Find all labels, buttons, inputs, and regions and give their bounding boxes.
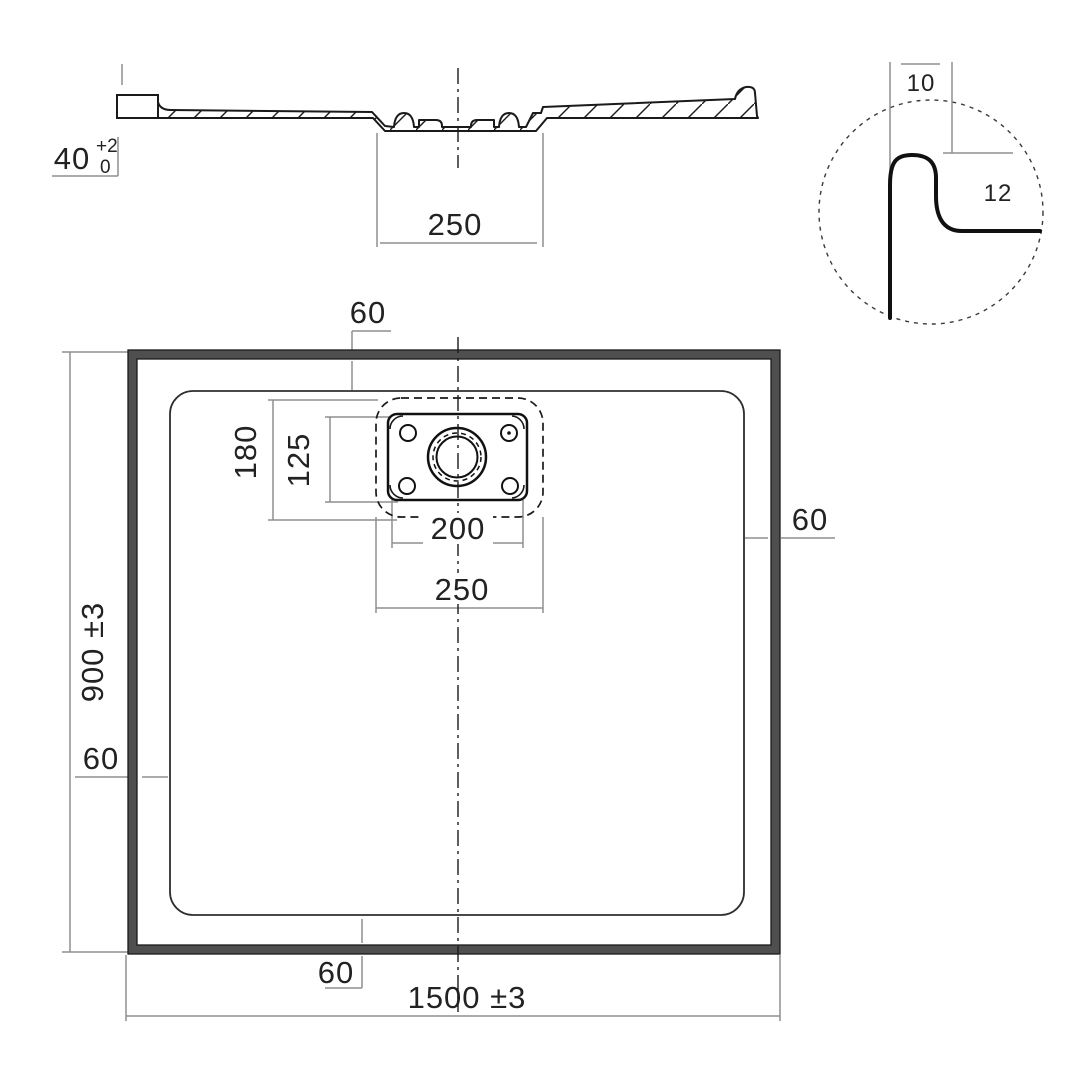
dim-plan-recess-depth: 180 — [228, 399, 397, 521]
plate-screw-hole-bl — [398, 477, 416, 495]
dim-overall-depth-value: 900 ±3 — [75, 602, 110, 703]
dim-recess-width-backer — [427, 573, 497, 604]
plate-corner-arc-tl — [389, 415, 404, 430]
dim-detail-rim-drop: 12 — [984, 180, 1013, 207]
dim-plate-width-value: 200 — [431, 511, 486, 546]
dim-plan-recess-width — [375, 517, 544, 613]
border-inner-line — [136, 358, 772, 946]
section-outline — [116, 85, 759, 132]
dim-overall-width-value: 1500 ±3 — [408, 980, 527, 1015]
drain-inner-circle — [435, 435, 479, 479]
detail-view: 10 12 — [818, 62, 1044, 325]
dim-plan-rim-top: 60 — [350, 295, 391, 390]
plate-screw-dot-tr — [507, 431, 511, 435]
dim-plan-overall-width: 1500 ±3 — [125, 955, 781, 1021]
dim-section-recess-width-value: 250 — [428, 207, 483, 242]
dim-plan-rim-bottom: 60 — [318, 919, 363, 990]
dim-plan-rim-right: 60 — [745, 502, 835, 539]
plate-corner-arc-tr — [511, 415, 525, 430]
dim-plan-overall-depth: 900 ±3 — [62, 351, 131, 953]
dim-plan-plate-depth: 125 — [281, 416, 398, 503]
dim-recess-depth-value: 180 — [228, 425, 263, 480]
border-outer-line — [127, 349, 781, 955]
detail-boundary-circle — [818, 99, 1044, 325]
drain-outer-circle — [426, 426, 488, 488]
dim-rim-bottom-value: 60 — [318, 955, 354, 990]
dim-section-recess-width: 250 — [376, 133, 544, 247]
drain-recess-outline — [375, 397, 544, 518]
dim-section-height-tol-plus: +2 — [96, 136, 118, 157]
tray-outer-border — [127, 349, 781, 955]
dim-plan-rim-left: 60 — [75, 741, 168, 778]
plate-screw-hole-br — [501, 477, 519, 495]
dim-rim-right-value: 60 — [792, 502, 828, 537]
dim-detail-rim-width: 10 — [907, 70, 936, 97]
dim-recess-width-value: 250 — [435, 572, 490, 607]
dim-section-height: 40 +2 0 — [52, 64, 123, 178]
dim-plate-width-backer — [423, 513, 493, 544]
drain-seal-circle — [432, 432, 482, 482]
dim-plate-depth-value: 125 — [281, 433, 316, 488]
plate-corner-arc-bl — [389, 484, 404, 499]
plate-corner-arc-br — [511, 484, 525, 499]
dim-section-height-value: 40 — [54, 141, 90, 176]
dim-rim-top-value: 60 — [350, 295, 386, 330]
section-view: 40 +2 0 250 — [52, 64, 759, 247]
plan-view: 60 60 60 60 900 ±3 1500 ±3 — [62, 295, 835, 1021]
detail-rim-profile — [888, 152, 1042, 320]
border-band — [128, 350, 780, 954]
section-rim-block — [116, 94, 159, 119]
floor-edge — [169, 390, 745, 916]
dim-rim-left-value: 60 — [83, 741, 119, 776]
dim-section-height-tol-zero: 0 — [100, 157, 111, 178]
plate-screw-hole-tr — [500, 424, 518, 442]
plate-screw-hole-tl — [399, 424, 417, 442]
